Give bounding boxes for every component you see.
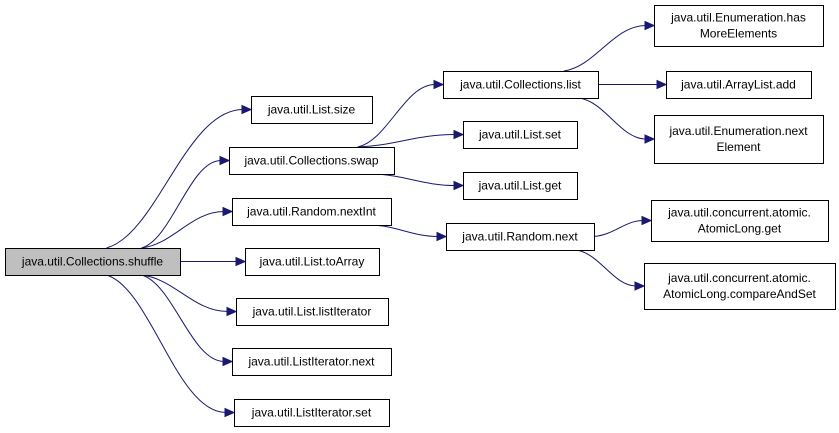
arrowhead: [453, 180, 465, 191]
node-coll-list[interactable]: java.util.Collections.list: [443, 71, 599, 99]
edges-layer: [106, 20, 668, 418]
edge-coll-swap-to-coll-list: [357, 84, 436, 148]
nodes-layer: java.util.Collections.shuffle java.util.L…: [5, 5, 836, 427]
arrowhead: [644, 20, 656, 31]
node-box: [232, 198, 392, 226]
node-box: [443, 71, 599, 99]
arrowhead: [433, 79, 445, 90]
arrowhead: [219, 155, 231, 166]
node-box: [232, 348, 392, 376]
node-box: [463, 172, 578, 200]
node-box: [236, 298, 389, 326]
node-label: java.util.List.size: [267, 103, 356, 117]
node-label: java.util.ArrayList.add: [680, 78, 796, 92]
node-box: [446, 223, 595, 251]
node-random-next[interactable]: java.util.Random.next: [446, 223, 595, 251]
arrowhead: [644, 134, 656, 144]
node-box: [234, 399, 390, 427]
edge-shuffle-to-coll-swap: [141, 160, 222, 249]
node-box: [666, 71, 812, 99]
edge-coll-list-to-enum-hasmore: [563, 25, 647, 72]
node-label: java.util.Collections.shuffle: [21, 255, 164, 269]
arrowhead: [224, 407, 236, 418]
edge-coll-swap-to-list-set: [357, 134, 456, 148]
arrowhead: [226, 306, 238, 317]
node-label: java.util.concurrent.atomic.: [667, 206, 811, 220]
node-label: java.util.Enumeration.has: [670, 11, 806, 25]
node-box: [245, 248, 380, 276]
node-list-get[interactable]: java.util.List.get: [463, 172, 578, 200]
node-shuffle[interactable]: java.util.Collections.shuffle: [5, 248, 181, 276]
node-coll-swap[interactable]: java.util.Collections.swap: [229, 147, 395, 175]
arrowhead: [222, 206, 234, 217]
arrowhead: [222, 356, 234, 367]
node-box: [229, 147, 395, 175]
node-label: java.util.Enumeration.next: [668, 124, 808, 138]
node-label: AtomicLong.get: [698, 222, 782, 236]
node-box: [654, 115, 824, 164]
node-random-nextint[interactable]: java.util.Random.nextInt: [232, 198, 392, 226]
node-box: [463, 121, 578, 149]
edge-shuffle-to-list-listiterator: [141, 274, 229, 312]
node-label: Element: [716, 140, 761, 154]
node-box: [644, 263, 836, 310]
arrowhead: [656, 79, 668, 90]
node-listiterator-next[interactable]: java.util.ListIterator.next: [232, 348, 392, 376]
node-label: AtomicLong.compareAndSet: [663, 287, 816, 301]
arrowhead: [436, 231, 448, 242]
node-label: java.util.Random.nextInt: [246, 205, 376, 219]
node-label: MoreElements: [700, 27, 777, 41]
node-atomic-get[interactable]: java.util.concurrent.atomic. AtomicLong.g…: [651, 200, 829, 242]
edge-random-next-to-atomic-cas: [576, 249, 637, 287]
edge-shuffle-to-listiterator-set: [106, 274, 227, 413]
node-arraylist-add[interactable]: java.util.ArrayList.add: [666, 71, 812, 99]
node-label: java.util.Collections.list: [459, 78, 581, 92]
edge-random-next-to-atomic-get: [593, 220, 644, 237]
edge-shuffle-to-list-size: [106, 109, 244, 249]
arrowhead: [453, 129, 465, 140]
node-box: [251, 96, 373, 124]
node-label: java.util.concurrent.atomic.: [667, 271, 811, 285]
node-box: [654, 5, 824, 47]
node-label: java.util.Random.next: [461, 230, 578, 244]
node-box: [5, 248, 181, 276]
edge-coll-list-to-enum-next: [579, 97, 647, 140]
node-list-listiterator[interactable]: java.util.List.listIterator: [236, 298, 389, 326]
arrowhead: [641, 215, 653, 226]
node-listiterator-set[interactable]: java.util.ListIterator.set: [234, 399, 390, 427]
edge-random-nextint-to-random-next: [371, 224, 439, 237]
node-list-set[interactable]: java.util.List.set: [463, 121, 578, 149]
node-list-size[interactable]: java.util.List.size: [251, 96, 373, 124]
node-list-toarray[interactable]: java.util.List.toArray: [245, 248, 380, 276]
node-label: java.util.List.toArray: [259, 255, 365, 269]
node-atomic-cas[interactable]: java.util.concurrent.atomic. AtomicLong.c…: [644, 263, 836, 310]
node-label: java.util.List.get: [478, 179, 562, 193]
edge-coll-swap-to-list-get: [374, 173, 456, 186]
edge-shuffle-to-listiterator-next: [141, 274, 225, 362]
arrowhead: [634, 281, 646, 291]
node-box: [651, 200, 829, 242]
node-label: java.util.List.set: [478, 128, 562, 142]
arrowhead: [235, 256, 247, 267]
node-label: java.util.ListIterator.set: [251, 406, 372, 420]
node-label: java.util.List.listIterator: [252, 305, 372, 319]
node-label: java.util.ListIterator.next: [247, 355, 375, 369]
node-label: java.util.Collections.swap: [243, 154, 378, 168]
arrowhead: [241, 104, 253, 115]
edge-shuffle-to-random-nextint: [141, 211, 225, 249]
